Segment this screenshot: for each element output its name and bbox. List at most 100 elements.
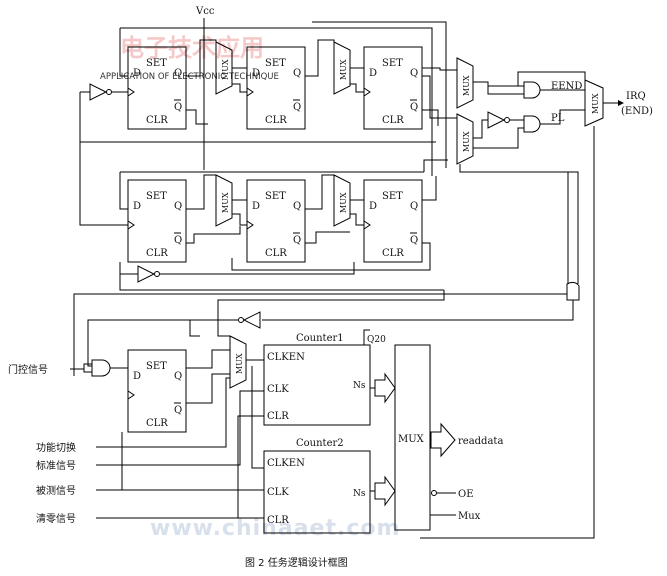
wiring <box>70 21 595 539</box>
svg-text:CLR: CLR <box>267 515 289 526</box>
svg-text:D: D <box>133 371 141 382</box>
flipflop-5: SET D Q CLR Q <box>246 179 306 263</box>
svg-text:D: D <box>369 68 377 79</box>
counter2: Counter2 CLKEN CLK CLR Ns <box>263 438 371 534</box>
mux-small-6: MUX <box>333 174 351 227</box>
flipflop-7: SET D Q CLR Q <box>127 349 187 433</box>
readdata-label: readdata <box>458 436 503 447</box>
and-gate-eend <box>523 81 541 99</box>
flipflop-4: SET D Q CLR Q <box>127 179 187 263</box>
svg-text:MUX: MUX <box>462 75 471 96</box>
svg-text:Q: Q <box>174 405 182 416</box>
svg-text:D: D <box>252 201 260 212</box>
watermark-url: www.chinaaet.com <box>150 516 400 541</box>
svg-text:MUX: MUX <box>339 192 348 213</box>
counter2-bus-arrow <box>374 475 396 507</box>
figure-caption: 图 2 任务逻辑设计框图 <box>245 556 348 569</box>
input-measured-signal: 被测信号 <box>36 484 76 497</box>
mux-output: MUX <box>584 79 604 127</box>
and-gate-gate <box>91 359 111 377</box>
svg-text:Q: Q <box>174 235 182 246</box>
svg-text:Ns: Ns <box>353 489 366 499</box>
svg-text:CLR: CLR <box>146 248 168 259</box>
mux-small-3: MUX <box>456 57 474 109</box>
svg-text:CLR: CLR <box>382 248 404 259</box>
watermark-logo: 电子技术应用 <box>120 34 264 62</box>
inverter-feedback <box>238 311 261 329</box>
or-gate-right <box>566 281 580 301</box>
input-standard-signal: 标准信号 <box>36 460 76 472</box>
counter1: Counter1 CLKEN CLK CLR Ns <box>263 333 371 426</box>
mux-small-5: MUX <box>215 174 233 227</box>
svg-text:Q: Q <box>174 371 182 382</box>
svg-text:Q: Q <box>410 235 418 246</box>
svg-text:CLR: CLR <box>265 115 287 126</box>
svg-text:SET: SET <box>146 58 167 69</box>
inverter-row3 <box>137 265 160 283</box>
flipflop-2: SET D Q CLR Q <box>246 46 306 130</box>
svg-text:MUX: MUX <box>339 59 348 80</box>
svg-text:D: D <box>369 201 377 212</box>
svg-text:Q: Q <box>293 68 301 79</box>
svg-text:SET: SET <box>382 191 403 202</box>
input-gate-signal: 门控信号 <box>8 363 48 376</box>
vcc-label: Vcc <box>195 6 215 17</box>
svg-text:MUX: MUX <box>235 353 244 374</box>
svg-text:Q: Q <box>174 102 182 113</box>
svg-text:MUX: MUX <box>221 59 230 80</box>
pl-label: PL <box>551 113 565 124</box>
svg-text:Q: Q <box>410 68 418 79</box>
inverter-top <box>89 83 112 101</box>
input-clear-signal: 清零信号 <box>36 512 76 525</box>
irq-label: IRQ <box>626 91 646 102</box>
svg-text:MUX: MUX <box>462 131 471 152</box>
svg-text:Q: Q <box>410 102 418 113</box>
svg-text:SET: SET <box>265 58 286 69</box>
counter1-title: Counter1 <box>296 333 344 344</box>
svg-text:MUX: MUX <box>591 93 600 114</box>
svg-text:Q: Q <box>410 201 418 212</box>
input-function-switch: 功能切换 <box>36 441 76 454</box>
svg-text:SET: SET <box>382 58 403 69</box>
svg-text:D: D <box>133 201 141 212</box>
mux-small-2: MUX <box>333 41 351 95</box>
svg-text:CLKEN: CLKEN <box>267 458 305 469</box>
svg-text:MUX: MUX <box>221 192 230 213</box>
q20-label: Q20 <box>367 335 386 345</box>
svg-text:Q: Q <box>174 201 182 212</box>
svg-text:Q: Q <box>293 235 301 246</box>
inverter-mid <box>487 111 510 129</box>
eend-label: EEND <box>551 81 582 92</box>
mux-small-1: MUX <box>215 41 233 95</box>
mux-small-4: MUX <box>456 113 474 165</box>
svg-text:Q: Q <box>174 68 182 79</box>
svg-text:D: D <box>133 68 141 79</box>
svg-text:SET: SET <box>146 361 167 372</box>
svg-text:CLR: CLR <box>382 115 404 126</box>
svg-text:CLR: CLR <box>265 248 287 259</box>
irq-end-label: (END) <box>621 106 653 117</box>
counter2-title: Counter2 <box>296 438 344 449</box>
svg-text:Q: Q <box>293 201 301 212</box>
svg-text:Ns: Ns <box>353 381 366 391</box>
readdata-arrow <box>430 422 456 458</box>
svg-text:CLR: CLR <box>146 115 168 126</box>
and-gate-pl <box>523 115 541 133</box>
svg-text:SET: SET <box>146 191 167 202</box>
mux-small-7: MUX <box>229 335 247 389</box>
counter1-bus-arrow <box>374 372 396 404</box>
mux-pin-label: Mux <box>458 511 481 522</box>
oe-pin <box>431 490 437 496</box>
svg-text:Q: Q <box>293 102 301 113</box>
svg-text:D: D <box>252 68 260 79</box>
svg-text:CLR: CLR <box>267 411 289 422</box>
oe-label: OE <box>458 489 474 500</box>
svg-text:CLKEN: CLKEN <box>267 352 305 363</box>
svg-text:CLK: CLK <box>267 487 289 498</box>
flipflop-1: SET D Q CLR Q <box>127 46 187 130</box>
flipflop-3: SET D Q CLR Q <box>363 46 423 130</box>
svg-text:CLK: CLK <box>267 384 289 395</box>
svg-text:SET: SET <box>265 191 286 202</box>
watermark-subtitle: APPLICATION OF ELECTRONIC TECHNIQUE <box>100 72 279 82</box>
